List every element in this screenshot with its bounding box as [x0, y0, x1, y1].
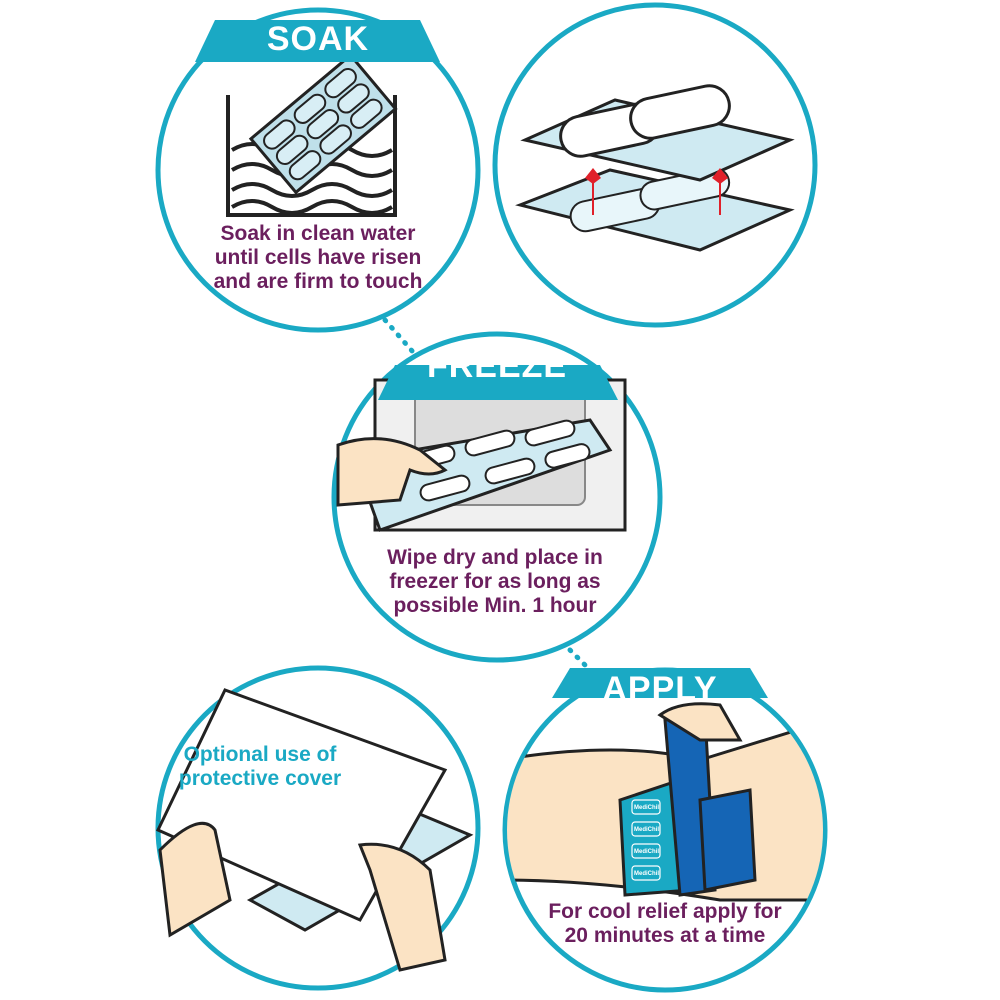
connector-freeze-apply	[567, 647, 603, 683]
svg-text:MediChill: MediChill	[634, 805, 661, 811]
step-caption-cover: Optional use of protective cover	[178, 743, 342, 790]
step-title-soak: SOAK	[266, 20, 370, 58]
step-title-apply: APPLY	[602, 670, 718, 708]
step-title-freeze: FREEZE	[426, 347, 568, 385]
cover-step-illustration	[155, 665, 481, 991]
freeze-step-illustration	[331, 331, 663, 663]
rise-step-illustration	[492, 2, 818, 328]
step-caption-apply: For cool relief apply for 20 minutes at …	[548, 900, 782, 947]
soak-step-illustration	[155, 7, 481, 333]
step-caption-soak: Soak in clean water until cells have ris…	[213, 222, 423, 293]
svg-text:MediChill: MediChill	[634, 871, 661, 877]
connector-soak-freeze	[382, 317, 423, 363]
svg-text:MediChill: MediChill	[634, 827, 661, 833]
step-caption-freeze: Wipe dry and place in freezer for as lon…	[387, 546, 603, 617]
svg-text:MediChill: MediChill	[634, 849, 661, 855]
